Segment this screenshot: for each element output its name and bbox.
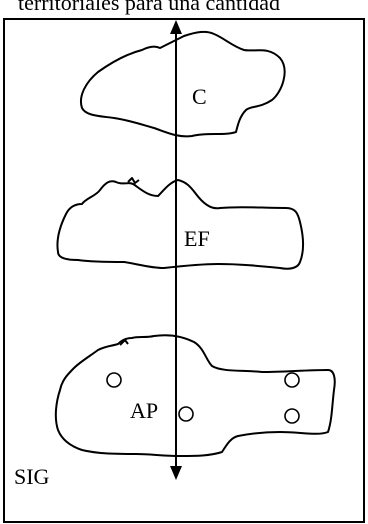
region-ap-notch (119, 339, 129, 346)
region-c-shape (80, 30, 286, 138)
frame (3, 18, 365, 523)
region-ef-notch (127, 177, 140, 184)
region-label-c: C (192, 84, 207, 109)
hole-circle (178, 406, 194, 422)
hole-circle (284, 408, 300, 424)
arrow-head-down (170, 466, 182, 480)
region-ef-shape (56, 179, 304, 270)
region-ap-shape (54, 334, 336, 457)
header-text: territoriales para una cantidad (18, 0, 280, 15)
region-label-ap: AP (130, 398, 158, 423)
bottom-label: SIG (14, 464, 50, 489)
region-label-ef: EF (184, 226, 210, 251)
hole-circle (284, 372, 300, 388)
arrow-head-up (170, 20, 182, 34)
hole-circle (106, 372, 122, 388)
